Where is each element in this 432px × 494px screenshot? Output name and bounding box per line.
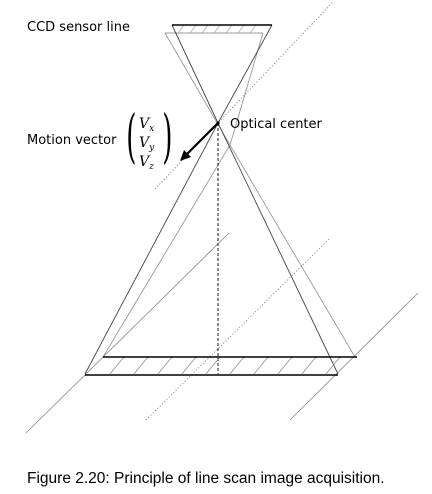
ccd-sensor-label: CCD sensor line [27, 20, 130, 35]
left-parenthesis: ( [126, 102, 137, 170]
dotted-line-upper [154, 1, 334, 190]
object-line [85, 356, 357, 376]
vector-component-x: Vx [139, 116, 155, 134]
guide-lines [25, 232, 419, 434]
motion-vector-components: ( Vx Vy Vz ) [126, 107, 172, 175]
ray-top-left [171, 24, 219, 124]
ray-bottom-left [84, 122, 219, 375]
ccd-sensor-bar [172, 24, 272, 34]
motion-vector-arrow [180, 122, 219, 161]
current-projection [84, 24, 339, 375]
vector-component-y: Vy [139, 135, 155, 153]
figure-caption: Figure 2.20: Principle of line scan imag… [27, 470, 385, 487]
vector-component-z: Vz [139, 154, 154, 172]
dotted-line-lower [145, 237, 331, 421]
ray-bottom-right [217, 122, 339, 375]
ray-top-right [217, 24, 273, 124]
motion-vector-label: Motion vector [27, 133, 117, 148]
optical-center-point [216, 121, 220, 125]
optical-center-label: Optical center [230, 117, 322, 132]
guide-line-left [25, 232, 230, 434]
right-parenthesis: ) [162, 102, 173, 170]
scan-direction-lines [145, 1, 334, 421]
previous-projection [102, 32, 356, 358]
prev-ray-bottom-left [102, 144, 231, 358]
prev-ray-bottom-right [229, 144, 356, 358]
